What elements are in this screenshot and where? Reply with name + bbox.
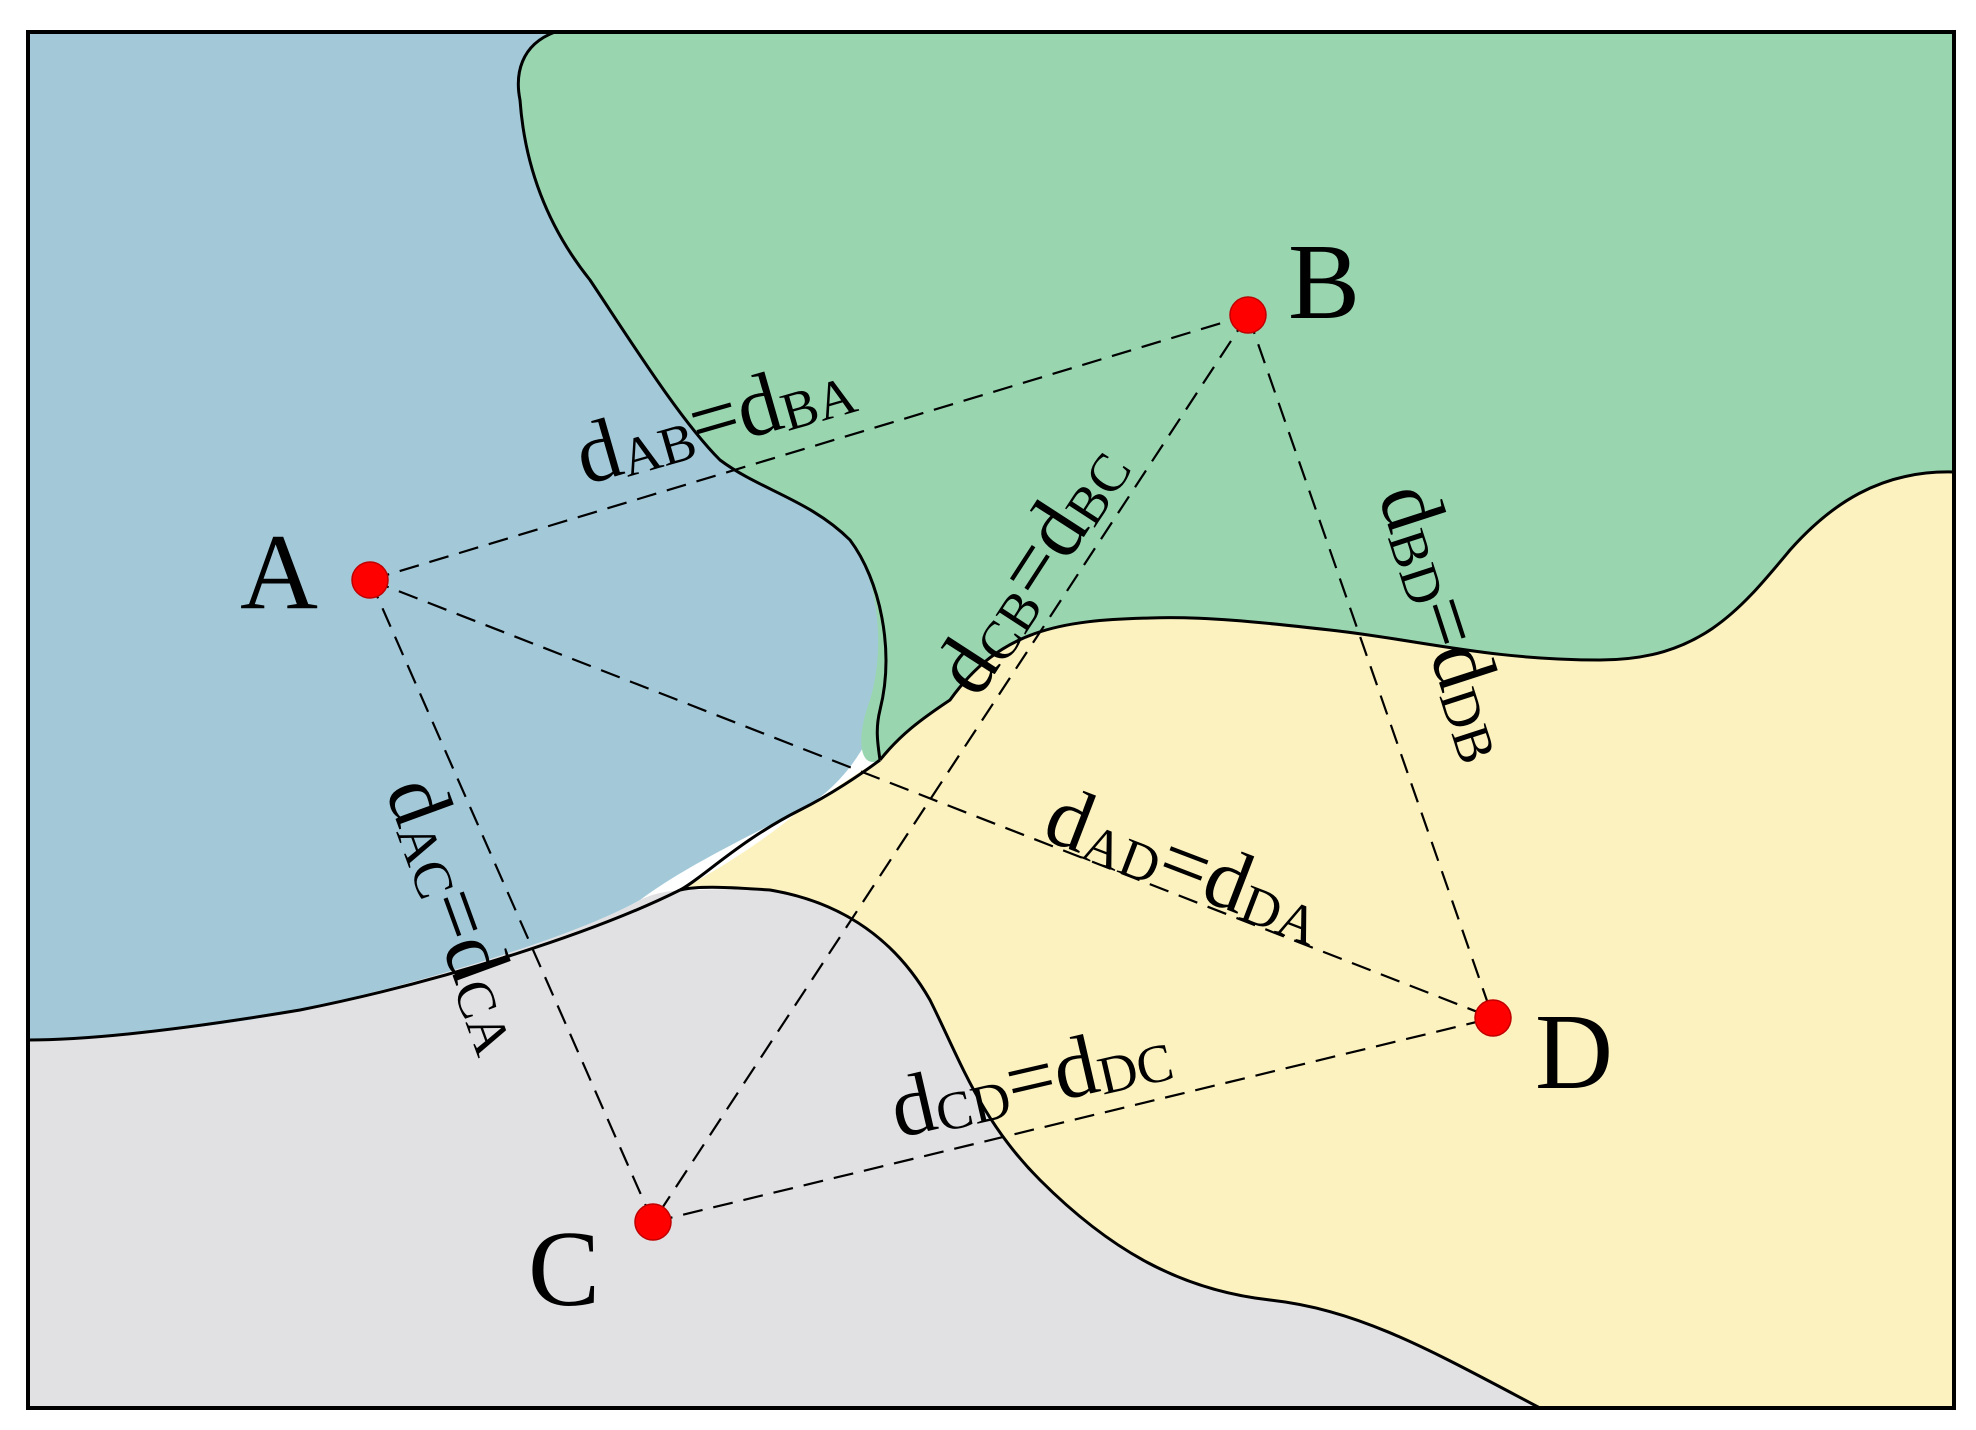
region-yellow — [680, 471, 1954, 1409]
region-blue — [28, 32, 886, 1040]
link-bd — [1246, 314, 1495, 1019]
point-a-marker — [351, 561, 389, 599]
link-bc — [652, 314, 1249, 1223]
region-gray — [28, 889, 1540, 1408]
point-d-label: D — [1535, 993, 1613, 1112]
point-c-marker — [634, 1203, 672, 1241]
point-b-label: B — [1288, 223, 1360, 342]
frame-border — [26, 30, 1956, 1410]
link-ad — [369, 578, 1494, 1020]
region-green — [518, 32, 1954, 762]
point-d-marker — [1474, 999, 1512, 1037]
link-cd — [652, 1016, 1494, 1224]
boundary-green-yellow — [878, 470, 1955, 761]
point-c-label: C — [528, 1210, 600, 1329]
boundary-gray-yellow — [679, 885, 1541, 1410]
boundary-blue-green — [516, 30, 888, 761]
boundary-blue-gray — [27, 888, 681, 1042]
boundary-blue-yellow — [679, 758, 881, 892]
point-b-marker — [1229, 296, 1267, 334]
link-ac — [368, 579, 655, 1223]
point-a-label: A — [240, 513, 318, 632]
